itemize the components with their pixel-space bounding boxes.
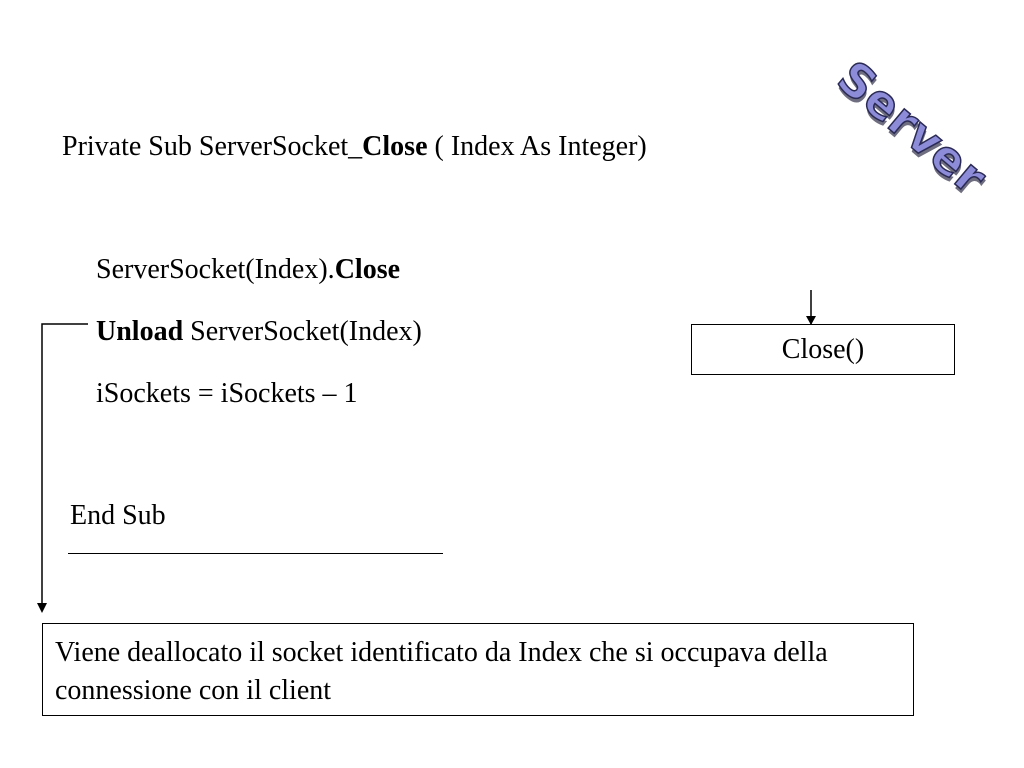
close-method-box: Close() (691, 324, 955, 375)
sub-header-bold: Close (362, 131, 428, 162)
statement-unload-bold: Unload (96, 316, 184, 347)
statement-close-prefix: ServerSocket(Index). (96, 254, 335, 285)
sub-header-prefix: Private Sub ServerSocket_ (62, 131, 363, 162)
statement-unload: Unload ServerSocket(Index) (96, 316, 422, 348)
explanation-note: Viene deallocato il socket identificato … (42, 623, 914, 716)
statement-close-bold: Close (334, 254, 401, 285)
server-logo: Server (827, 49, 999, 206)
unload-to-note-arrow-head (37, 603, 47, 613)
explanation-note-text: Viene deallocato il socket identificato … (55, 637, 828, 706)
end-sub-underline (68, 553, 443, 554)
statement-close: ServerSocket(Index).Close (96, 254, 400, 286)
end-sub: End Sub (70, 500, 166, 531)
statement-isockets: iSockets = iSockets – 1 (96, 378, 358, 409)
close-method-label: Close() (781, 333, 865, 365)
statement-unload-suffix: ServerSocket(Index) (183, 316, 422, 347)
sub-header: Private Sub ServerSocket_Close ( Index A… (62, 131, 647, 163)
sub-header-suffix: ( Index As Integer) (427, 131, 647, 162)
unload-to-note-connector (41, 323, 88, 606)
